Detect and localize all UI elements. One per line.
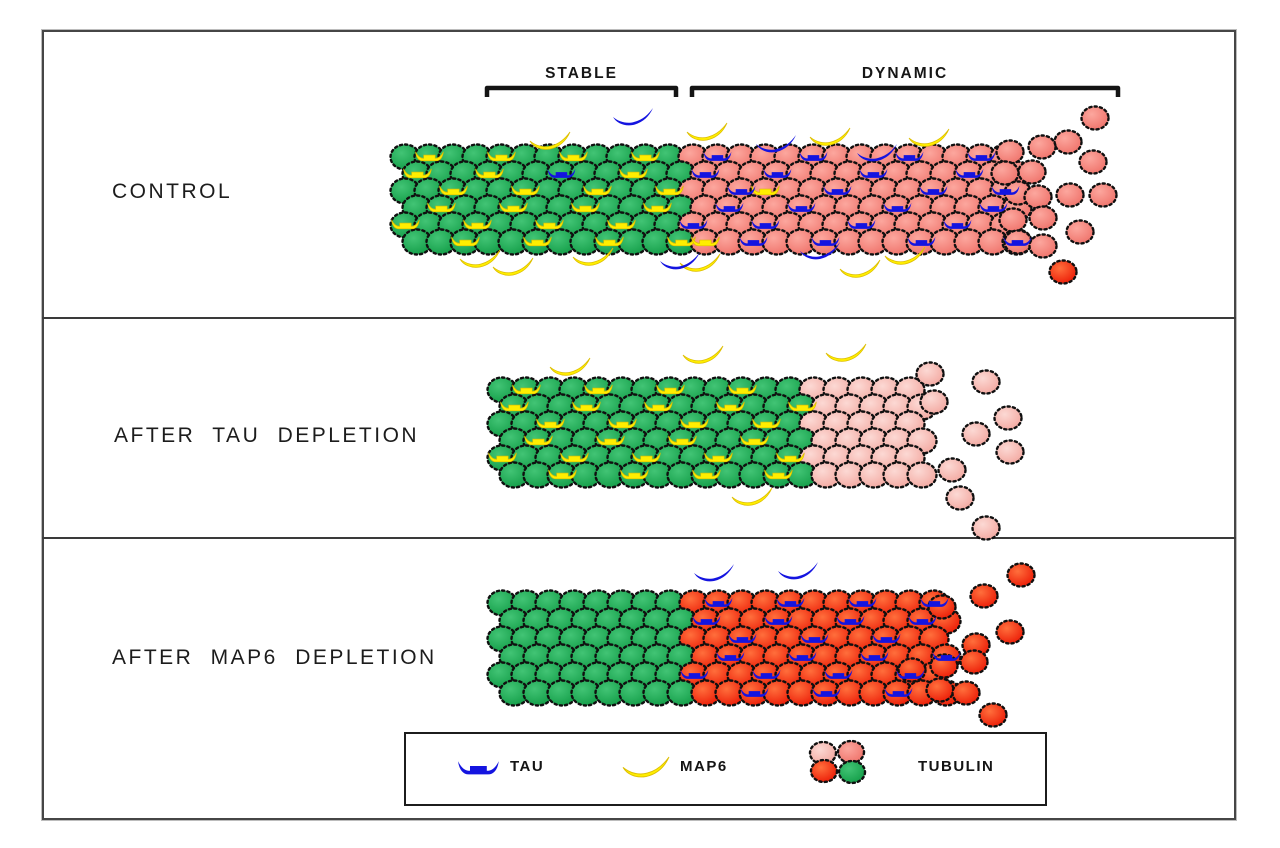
legend-box [404, 732, 1047, 806]
panel-label-control: CONTROL [112, 180, 233, 203]
panel-divider-1 [42, 317, 1236, 319]
legend-label-tau: TAU [510, 758, 545, 775]
legend-label-map6: MAP6 [680, 758, 728, 775]
panel-divider-2 [42, 537, 1236, 539]
panel-label-after-map6-depletion: AFTER MAP6 DEPLETION [112, 646, 437, 669]
panel-label-after-tau-depletion: AFTER TAU DEPLETION [114, 424, 420, 447]
legend-label-tubulin: TUBULIN [918, 758, 995, 775]
